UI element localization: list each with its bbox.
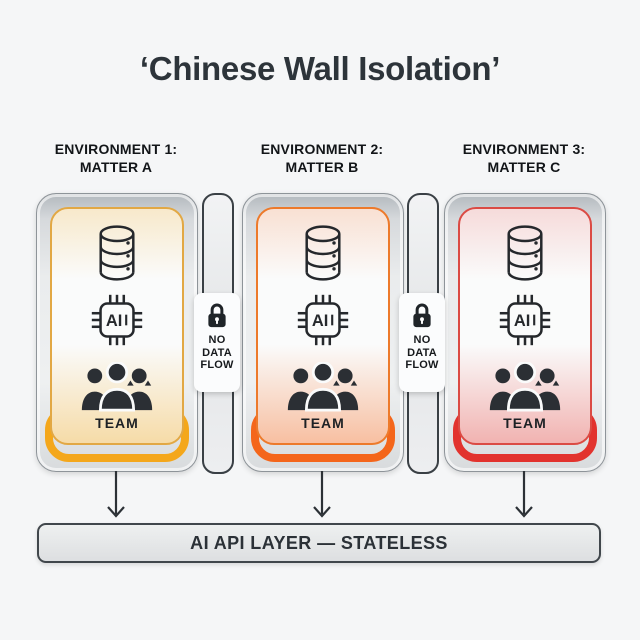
env2-header-line2: MATTER B xyxy=(285,158,359,175)
env2-card: AI TEAM xyxy=(242,193,404,472)
env1-inner-panel: AI TEAM xyxy=(50,207,184,445)
team-icon xyxy=(286,362,360,412)
team-label: TEAM xyxy=(301,415,345,431)
team-label: TEAM xyxy=(503,415,547,431)
lock-icon xyxy=(411,303,433,329)
down-arrow-icon xyxy=(514,470,534,518)
team-label: TEAM xyxy=(95,415,139,431)
env2-header-line1: ENVIRONMENT 2: xyxy=(260,141,384,157)
ai-chip-icon: AI xyxy=(90,293,144,347)
env3-card: AI TEAM xyxy=(444,193,606,472)
env3-inner-panel: AI TEAM xyxy=(458,207,592,445)
no-data-flow-line2: DATA xyxy=(202,346,232,359)
down-arrow-icon xyxy=(312,470,332,518)
no-data-flow-line1: NO xyxy=(208,334,226,346)
team-icon xyxy=(488,362,562,412)
no-data-flow-line3: FLOW xyxy=(405,359,439,372)
api-layer-label: AI API LAYER — STATELESS xyxy=(190,532,448,553)
no-data-flow-line1: NO xyxy=(413,334,431,346)
env1-header-line2: MATTER A xyxy=(79,158,153,175)
page-title: ‘Chinese Wall Isolation’ xyxy=(139,50,501,87)
env1-header-line1: ENVIRONMENT 1: xyxy=(54,141,178,157)
no-data-flow-badge-1: NO DATA FLOW xyxy=(194,293,240,392)
ai-chip-label: AI xyxy=(514,312,530,330)
env3-header-line1: ENVIRONMENT 3: xyxy=(462,141,586,157)
database-icon xyxy=(507,225,543,281)
no-data-flow-line2: DATA xyxy=(407,346,437,359)
ai-chip-icon: AI xyxy=(498,293,552,347)
database-icon xyxy=(305,225,341,281)
env2-header: ENVIRONMENT 2: MATTER B xyxy=(234,141,410,176)
env1-header: ENVIRONMENT 1: MATTER A xyxy=(28,141,204,176)
ai-chip-label: AI xyxy=(312,312,328,330)
no-data-flow-badge-2: NO DATA FLOW xyxy=(399,293,445,392)
no-data-flow-label-2: NO DATA FLOW xyxy=(405,334,438,372)
env2-inner-panel: AI TEAM xyxy=(256,207,390,445)
team-icon xyxy=(80,362,154,412)
no-data-flow-line3: FLOW xyxy=(200,359,234,372)
no-data-flow-label-1: NO DATA FLOW xyxy=(200,334,233,372)
env3-header: ENVIRONMENT 3: MATTER C xyxy=(436,141,612,176)
env1-card: AI TEAM xyxy=(36,193,198,472)
ai-chip-icon: AI xyxy=(296,293,350,347)
database-icon xyxy=(99,225,135,281)
api-layer-bar: AI API LAYER — STATELESS xyxy=(37,523,601,563)
env3-header-line2: MATTER C xyxy=(487,158,561,175)
ai-chip-label: AI xyxy=(106,312,122,330)
down-arrow-icon xyxy=(106,470,126,518)
lock-icon xyxy=(206,303,228,329)
